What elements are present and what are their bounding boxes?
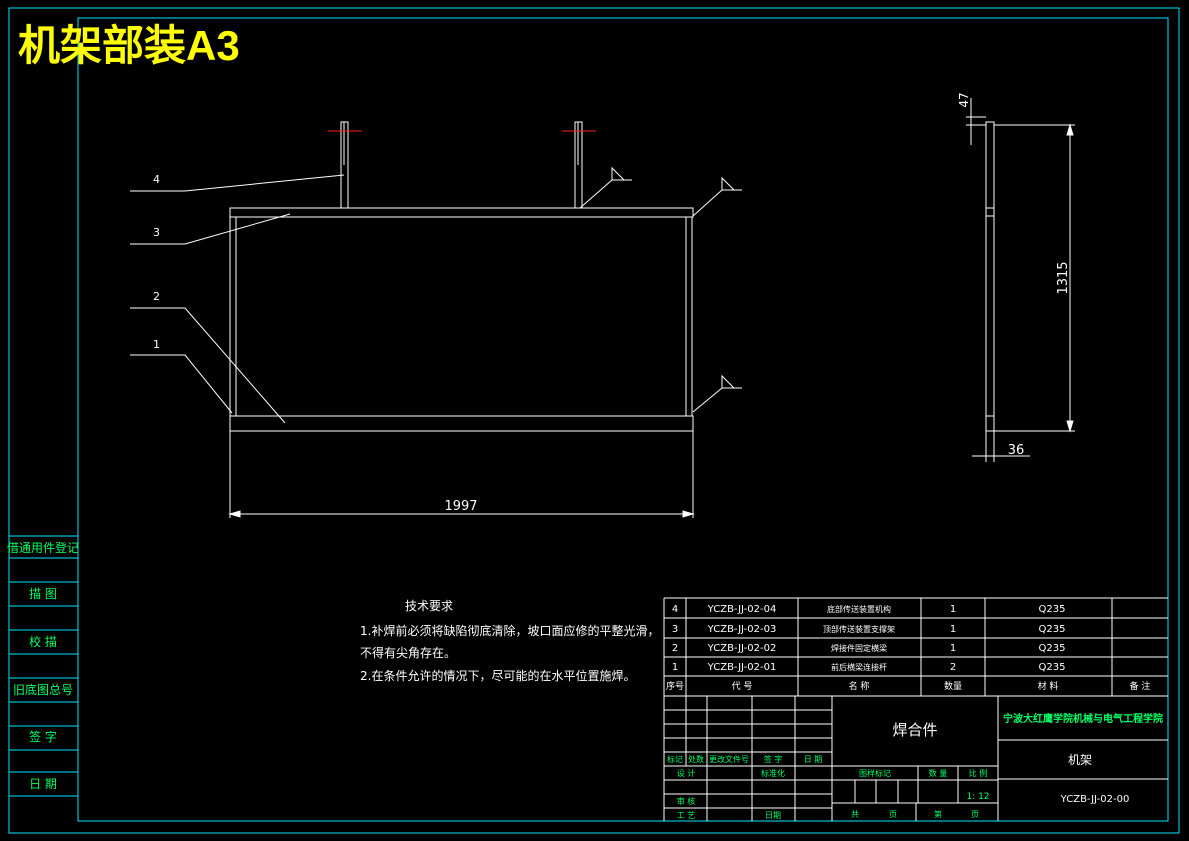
bom-header-name: 名 称 <box>849 680 870 692</box>
bom-row-3-qty: 1 <box>950 624 956 635</box>
bom-row-2-mat: Q235 <box>1039 643 1066 654</box>
bom-row-2-code: YCZB-JJ-02-02 <box>707 643 777 654</box>
strip-label-trace: 描 图 <box>29 587 57 601</box>
bom-row-4-no: 4 <box>672 604 678 615</box>
rev-header-doc: 更改文件号 <box>709 754 749 764</box>
tb-stage-mark: 图样标记 <box>859 768 891 778</box>
rev-header-mark: 标记 <box>667 754 683 764</box>
callout-3: 3 <box>153 226 160 239</box>
bom-row-4-name: 底部传送装置机构 <box>827 604 891 614</box>
tech-req-title: 技术要求 <box>405 599 453 613</box>
rev-header-date: 日 期 <box>804 755 823 764</box>
sheet-title: 机架部装A3 <box>18 22 240 69</box>
callout-leaders <box>130 166 742 424</box>
tech-req-line-1: 1.补焊前必须将缺陷彻底清除，坡口面应修的平整光滑， <box>360 623 659 638</box>
left-strip <box>9 535 78 797</box>
bom-row-1-name: 前后横梁连接杆 <box>831 662 887 672</box>
bom-header-mat: 材 料 <box>1038 680 1059 692</box>
strip-label-borrow: 借通用件登记 <box>7 540 79 555</box>
bom-header-code: 代 号 <box>732 681 753 692</box>
tb-sheets-word-2: 页 <box>971 810 979 819</box>
tb-sheets-total: 共 <box>851 810 859 819</box>
front-view <box>228 121 695 518</box>
tb-part-type: 焊合件 <box>892 721 937 739</box>
bom-row-1-mat: Q235 <box>1039 662 1066 673</box>
bom-header-no: 序号 <box>666 680 684 692</box>
tb-sheets-word-1: 页 <box>889 810 897 819</box>
strip-label-check: 校 描 <box>29 634 57 649</box>
tb-date: 日期 <box>765 811 781 820</box>
tb-drawing-no: YCZB-JJ-02-00 <box>1060 794 1130 805</box>
dim-depth: 36 <box>1008 443 1025 458</box>
tech-req-line-2: 不得有尖角存在。 <box>360 645 456 660</box>
tb-school: 宁波大红鹰学院机械与电气工程学院 <box>1003 712 1163 725</box>
tb-design: 设 计 <box>677 768 696 778</box>
bom-header-remark: 备 注 <box>1130 680 1151 692</box>
tb-process: 工 艺 <box>677 811 696 820</box>
bom-row-3-code: YCZB-JJ-02-03 <box>707 624 777 635</box>
dim-width: 1997 <box>444 499 477 514</box>
bom-row-2-qty: 1 <box>950 643 956 654</box>
callout-2: 2 <box>153 290 160 303</box>
strip-label-date: 日 期 <box>29 777 57 791</box>
strip-label-old-no: 旧底图总号 <box>13 682 73 697</box>
drawing-frame <box>77 17 1169 822</box>
title-block <box>664 696 1168 821</box>
callout-1: 1 <box>153 338 160 351</box>
tech-req-line-3: 2.在条件允许的情况下，尽可能的在水平位置施焊。 <box>360 668 635 683</box>
bom-table <box>663 597 1168 821</box>
strip-label-sign: 签 字 <box>29 729 57 744</box>
tb-standard: 标准化 <box>761 768 785 778</box>
dim-height: 1315 <box>1056 261 1071 294</box>
bom-row-3-no: 3 <box>672 624 678 635</box>
bom-row-4-code: YCZB-JJ-02-04 <box>707 604 777 615</box>
tb-sheet-no: 第 <box>934 809 942 819</box>
bom-row-1-no: 1 <box>672 662 678 673</box>
rev-header-count: 处数 <box>688 754 704 764</box>
bom-row-1-qty: 2 <box>950 662 956 673</box>
tb-scale-label: 比 例 <box>969 768 988 778</box>
rev-header-sign: 签 字 <box>764 754 783 764</box>
tb-scale: 1: 12 <box>966 792 989 802</box>
bom-row-3-name: 顶部传送装置支撑架 <box>823 624 895 634</box>
bom-row-2-no: 2 <box>672 643 678 654</box>
callout-4: 4 <box>153 173 160 186</box>
bom-row-4-mat: Q235 <box>1039 604 1066 615</box>
bom-row-2-name: 焊接件固定横梁 <box>831 643 887 653</box>
tb-part-name: 机架 <box>1068 753 1092 767</box>
tb-review: 审 核 <box>677 796 696 806</box>
dim-top-offset: 47 <box>957 92 971 107</box>
bom-row-1-code: YCZB-JJ-02-01 <box>707 662 777 673</box>
bom-row-4-qty: 1 <box>950 604 956 615</box>
bom-header-qty: 数量 <box>944 680 962 692</box>
side-view <box>966 98 1075 462</box>
outer-border <box>8 7 1180 834</box>
tb-weight: 数 量 <box>929 768 948 778</box>
bom-row-3-mat: Q235 <box>1039 624 1066 635</box>
